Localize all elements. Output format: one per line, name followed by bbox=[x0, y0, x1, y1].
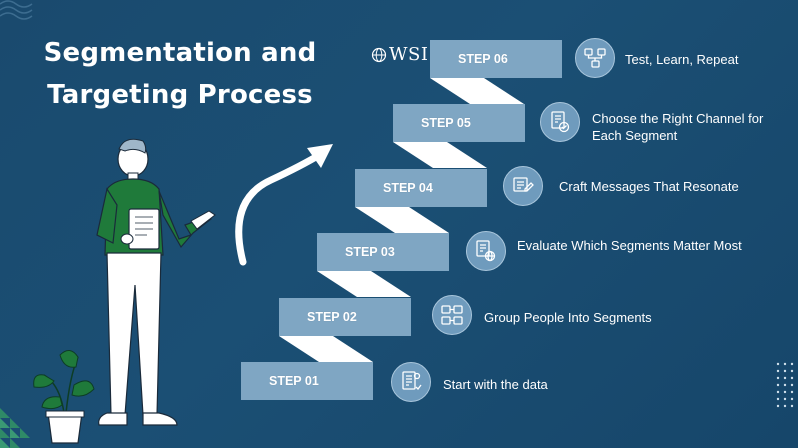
fold-02-01 bbox=[279, 336, 373, 362]
test-learn-icon bbox=[575, 38, 615, 78]
evaluate-globe-icon bbox=[466, 231, 506, 271]
step-01-label: STEP 01 bbox=[269, 374, 319, 388]
step-02-description: Group People Into Segments bbox=[484, 310, 652, 325]
curved-arrow-icon bbox=[235, 144, 333, 266]
step-01-description: Start with the data bbox=[443, 377, 548, 392]
page-title-line-2: Targeting Process bbox=[47, 80, 313, 110]
step-06-description: Test, Learn, Repeat bbox=[625, 52, 739, 67]
fold-03-02 bbox=[317, 271, 411, 297]
step-05-label: STEP 05 bbox=[421, 116, 471, 130]
step-03-label: STEP 03 bbox=[345, 245, 395, 259]
page-title-line-1: Segmentation and bbox=[43, 38, 317, 68]
step-04-label: STEP 04 bbox=[383, 181, 433, 195]
logo-text: WSI bbox=[389, 44, 429, 65]
step-01-bar: STEP 01 bbox=[241, 362, 373, 400]
step-06-label: STEP 06 bbox=[458, 52, 508, 66]
triangle-pattern-decoration bbox=[0, 408, 30, 448]
step-03-description: Evaluate Which Segments Matter Most bbox=[517, 238, 742, 253]
step-02-bar: STEP 02 bbox=[279, 298, 411, 336]
dot-grid-decoration bbox=[776, 362, 794, 408]
wave-decoration bbox=[0, 0, 33, 20]
step-02-label: STEP 02 bbox=[307, 310, 357, 324]
step-04-description: Craft Messages That Resonate bbox=[559, 179, 739, 194]
wsi-logo: WSI bbox=[371, 44, 428, 65]
globe-icon bbox=[371, 47, 387, 62]
step-05-description: Choose the Right Channel for Each Segmen… bbox=[592, 111, 764, 143]
group-segments-icon bbox=[432, 295, 472, 335]
fold-04-03 bbox=[355, 207, 449, 233]
man-illustration bbox=[96, 138, 216, 426]
craft-message-icon bbox=[503, 166, 543, 206]
fold-05-04 bbox=[393, 142, 487, 168]
step-03-bar: STEP 03 bbox=[317, 233, 449, 271]
choose-channel-icon bbox=[540, 102, 580, 142]
potted-plant-illustration bbox=[33, 350, 95, 444]
step-05-bar: STEP 05 bbox=[393, 104, 525, 142]
data-document-icon bbox=[391, 362, 431, 402]
step-04-bar: STEP 04 bbox=[355, 169, 487, 207]
step-06-bar: STEP 06 bbox=[430, 40, 562, 78]
fold-06-05 bbox=[430, 78, 524, 104]
